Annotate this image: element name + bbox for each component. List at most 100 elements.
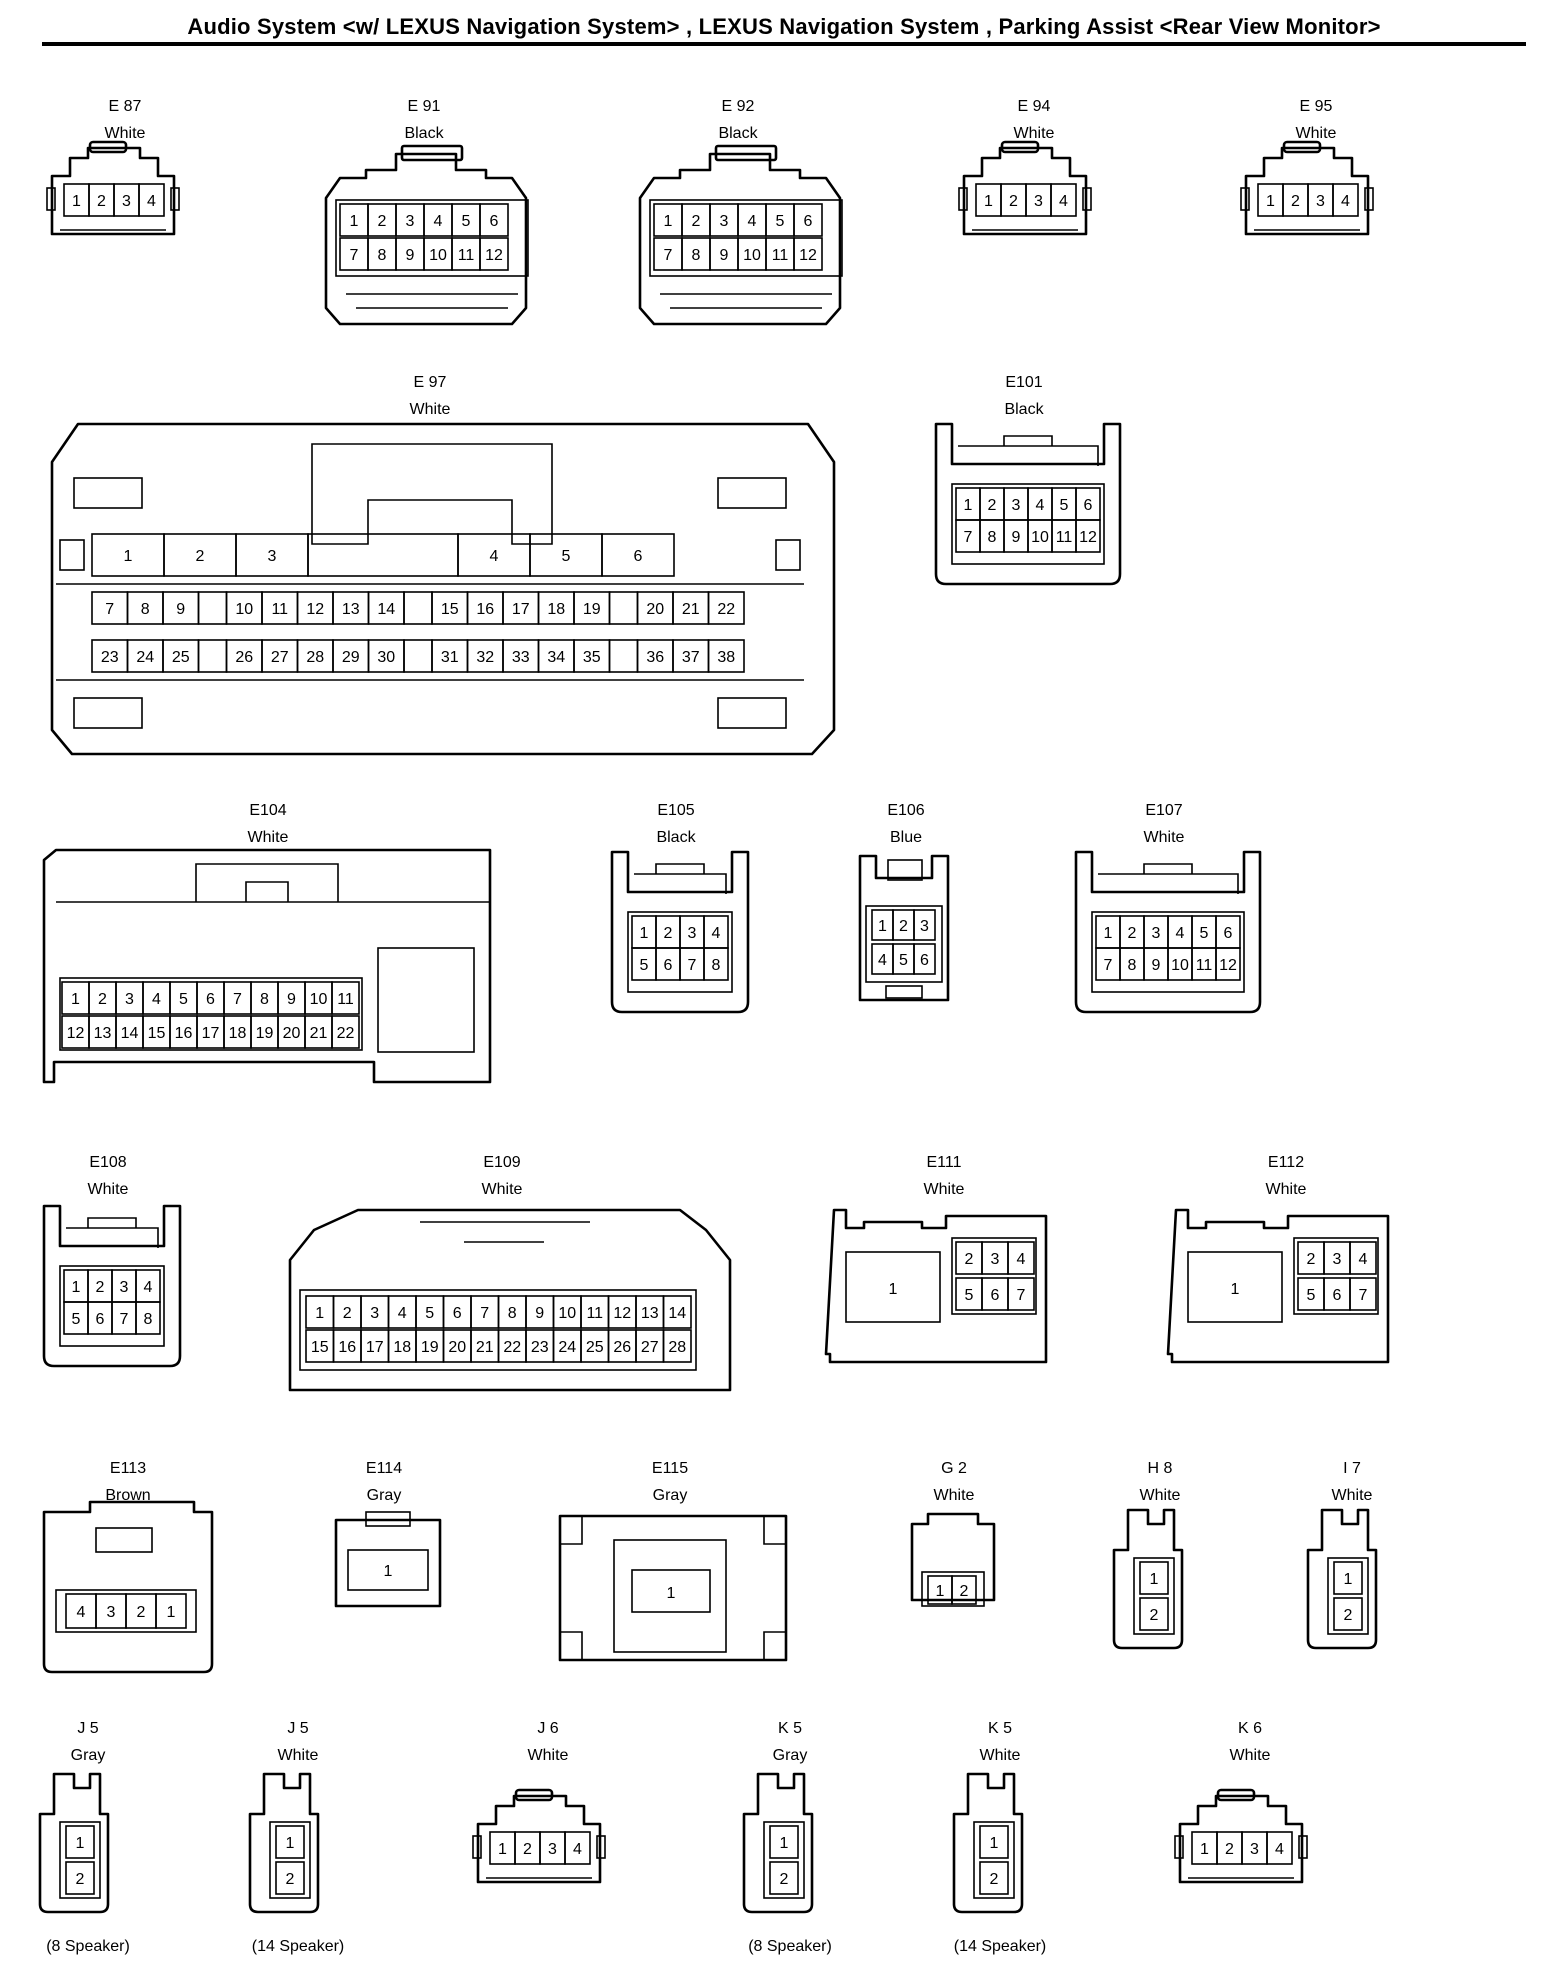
pin-label: 2 (1307, 1251, 1316, 1268)
pin-label: 4 (1275, 1841, 1284, 1858)
pin-cell (1349, 1241, 1377, 1275)
pin-label: 7 (688, 957, 697, 974)
connector-color: Brown (105, 1487, 150, 1504)
pin-label: 38 (717, 649, 735, 666)
pin-cell (662, 1329, 692, 1363)
pin-label: 7 (350, 247, 359, 264)
pin-label: 12 (799, 247, 817, 264)
connector-color: Gray (367, 1487, 402, 1504)
pin-label: 28 (306, 649, 324, 666)
pin-cell (1007, 1241, 1035, 1275)
pin-label: 5 (899, 952, 908, 969)
pin-label: 2 (990, 1871, 999, 1888)
pin-label: 29 (342, 649, 360, 666)
pin-label: 4 (1017, 1251, 1026, 1268)
pin-label: 2 (523, 1841, 532, 1858)
pin-label: 3 (1034, 193, 1043, 210)
pin-cell (65, 1861, 95, 1895)
pin-cell (703, 947, 729, 981)
pin-cell (1349, 1277, 1377, 1311)
pin-label: 7 (1017, 1287, 1026, 1304)
pin-label: 12 (1219, 957, 1237, 974)
pin-label: 6 (804, 213, 813, 230)
connector-color: White (924, 1181, 965, 1198)
pin-cell (608, 591, 639, 625)
pin-cell (662, 1295, 692, 1329)
connector-id: K 6 (1238, 1720, 1262, 1737)
pin-label: 5 (776, 213, 785, 230)
pin-label: 3 (991, 1251, 1000, 1268)
pin-label: 5 (462, 213, 471, 230)
connector-25: 12 (952, 1772, 1024, 1914)
connector-id: K 5 (988, 1720, 1012, 1737)
pin-cell (403, 639, 433, 673)
pin-label: 5 (72, 1311, 81, 1328)
pin-label: 4 (144, 1279, 153, 1296)
connector-color: Gray (773, 1747, 808, 1764)
pin-label: 24 (136, 649, 154, 666)
connector-id: E 87 (109, 98, 142, 115)
pin-label: 11 (458, 247, 475, 264)
pin-label: 4 (434, 213, 443, 230)
pin-label: 10 (1031, 529, 1049, 546)
pin-label: 6 (1224, 925, 1233, 942)
pin-label: 14 (668, 1305, 686, 1322)
pin-label: 21 (682, 601, 700, 618)
pin-label: 6 (490, 213, 499, 230)
pin-label: 4 (1036, 497, 1045, 514)
connector-E114: 1 (334, 1511, 442, 1608)
pin-label: 35 (583, 649, 601, 666)
pin-label: 6 (206, 991, 215, 1008)
pin-label: 1 (384, 1563, 393, 1580)
pin-cell (479, 237, 509, 271)
connector-id: E101 (1005, 374, 1042, 391)
pin-label: 32 (476, 649, 494, 666)
pin-label: 9 (176, 601, 185, 618)
title-rule (42, 42, 1526, 46)
pin-label: 27 (271, 649, 289, 666)
connector-24: 12 (742, 1772, 814, 1914)
pin-label: 4 (748, 213, 757, 230)
pin-label: 2 (899, 918, 908, 935)
connector-latch (514, 1788, 554, 1802)
connector-E115: 1 (558, 1514, 788, 1662)
pin-label: 9 (287, 991, 296, 1008)
pin-label: 7 (105, 601, 114, 618)
pin-label: 8 (712, 957, 721, 974)
pin-label: 4 (1059, 193, 1068, 210)
pin-label: 2 (137, 1604, 146, 1621)
pin-label: 3 (688, 925, 697, 942)
pin-label: 13 (641, 1305, 659, 1322)
pin-cell (769, 1861, 799, 1895)
pin-label: 10 (235, 601, 253, 618)
pin-label: 3 (548, 1841, 557, 1858)
pin-label: 8 (1128, 957, 1137, 974)
pin-label: 7 (1359, 1287, 1368, 1304)
connector-id: E105 (657, 802, 694, 819)
pin-label: 2 (1344, 1607, 1353, 1624)
pin-label: 30 (377, 649, 395, 666)
pin-label: 7 (120, 1311, 129, 1328)
connector-latch (1000, 140, 1040, 154)
connector-21: 12 (38, 1772, 110, 1914)
connector-color: White (482, 1181, 523, 1198)
pin-label: 1 (76, 1835, 85, 1852)
pin-label: 17 (366, 1339, 384, 1356)
pin-label: 1 (667, 1585, 676, 1602)
pin-label: 14 (121, 1025, 139, 1042)
pin-cell (331, 1015, 360, 1049)
connector-id: H 8 (1148, 1460, 1173, 1477)
pin-label: 22 (717, 601, 735, 618)
pin-cell (403, 591, 433, 625)
connector-color: Black (404, 125, 444, 142)
pin-label: 25 (586, 1339, 604, 1356)
pin-label: 12 (306, 601, 324, 618)
pin-label: 17 (202, 1025, 220, 1042)
